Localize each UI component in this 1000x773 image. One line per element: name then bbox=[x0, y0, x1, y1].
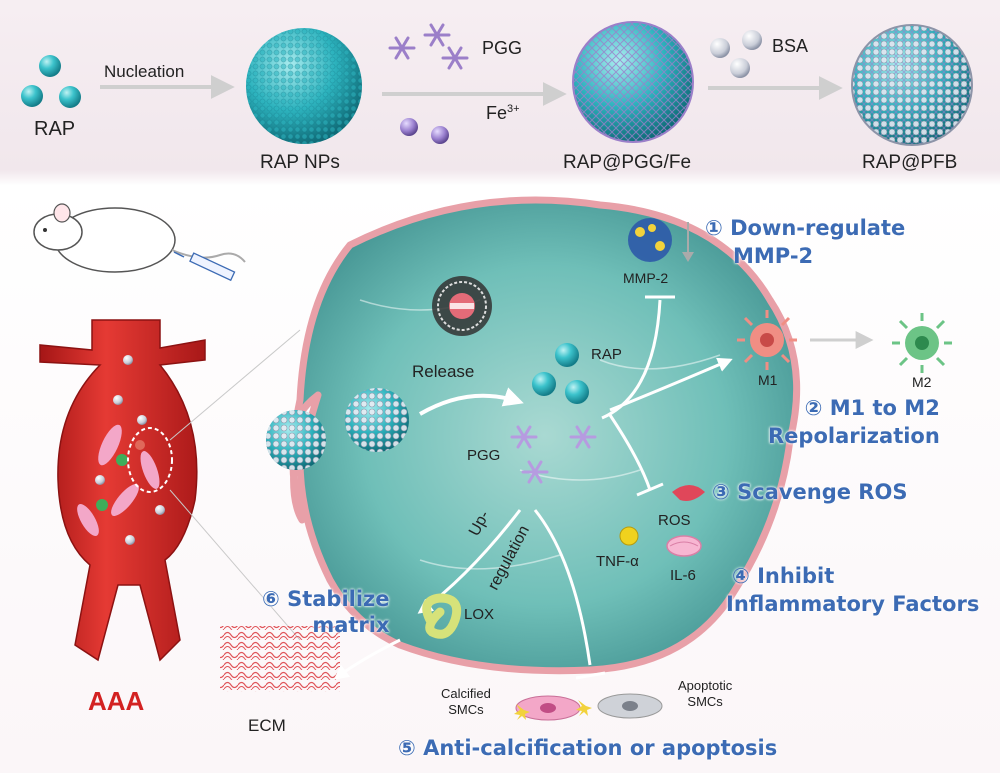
fe-ions bbox=[400, 118, 449, 144]
released-rap bbox=[532, 343, 589, 404]
ecm-mesh bbox=[220, 626, 340, 692]
mmp2-label: MMP-2 bbox=[623, 270, 669, 286]
syringe-icon bbox=[173, 251, 236, 282]
ecm-label: ECM bbox=[248, 716, 286, 735]
fe3-label: Fe3+ bbox=[486, 103, 520, 123]
rap-pgg-fe-sphere bbox=[572, 21, 694, 143]
m2-macrophage bbox=[892, 313, 952, 373]
release-arrow bbox=[418, 387, 524, 416]
il6-label: IL-6 bbox=[670, 567, 696, 584]
tnf-label: TNF-α bbox=[596, 553, 639, 570]
effect-2-label: ② M1 to M2 Repolarization bbox=[768, 394, 940, 450]
calcified-line-1: Calcified bbox=[441, 686, 491, 701]
m1-macrophage bbox=[737, 310, 797, 370]
pgg-stars bbox=[388, 23, 469, 70]
mmp2-molecule bbox=[628, 218, 694, 262]
effect-2-line-2: Repolarization bbox=[768, 424, 940, 448]
lox-icon bbox=[422, 593, 462, 639]
fe3-charge: 3+ bbox=[507, 103, 520, 115]
nanoparticles-entering bbox=[266, 388, 409, 470]
rap-molecules bbox=[21, 55, 81, 108]
ros-label: ROS bbox=[658, 512, 691, 529]
release-label: Release bbox=[412, 362, 475, 381]
aaa-label: AAA bbox=[88, 686, 145, 716]
nucleation-label: Nucleation bbox=[104, 62, 185, 81]
effect-4-line-2: Inflammatory Factors bbox=[726, 592, 980, 616]
effect-1-line-1: ① Down-regulate bbox=[705, 216, 906, 240]
m1-label: M1 bbox=[758, 372, 778, 388]
effect-2-line-1: ② M1 to M2 bbox=[804, 396, 940, 420]
pgg-cell-label: PGG bbox=[467, 447, 501, 464]
mouse-illustration bbox=[33, 203, 246, 282]
apoptotic-smc bbox=[597, 693, 663, 719]
effect-4-line-1: ④ Inhibit bbox=[732, 564, 835, 588]
effect-5-label: ⑤ Anti-calcification or apoptosis bbox=[398, 736, 778, 760]
rap-pfb-label: RAP@PFB bbox=[862, 152, 958, 173]
rap-label: RAP bbox=[34, 118, 76, 140]
apoptotic-line-1: Apoptotic bbox=[678, 678, 733, 693]
calcified-line-2: SMCs bbox=[448, 702, 484, 717]
lox-label: LOX bbox=[464, 606, 495, 623]
il6-icon bbox=[666, 535, 702, 557]
pgg-label: PGG bbox=[482, 38, 523, 58]
bsa-label: BSA bbox=[772, 36, 809, 56]
zoom-callout-lines bbox=[169, 329, 301, 641]
tnf-alpha-icon bbox=[619, 526, 639, 546]
rap-nps-label: RAP NPs bbox=[260, 152, 340, 173]
ros-icon bbox=[672, 485, 705, 501]
rap-pfb-sphere bbox=[851, 24, 973, 146]
rap-pgg-fe-label: RAP@PGG/Fe bbox=[563, 152, 692, 173]
endosome-icon bbox=[432, 276, 492, 336]
released-pgg bbox=[510, 425, 597, 484]
effect-3-label: ③ Scavenge ROS bbox=[712, 480, 908, 504]
m2-label: M2 bbox=[912, 374, 932, 390]
effect-6-line-2: matrix bbox=[312, 613, 390, 637]
effect-6-line-1: ⑥ Stabilize bbox=[262, 587, 390, 611]
rap-cell-label: RAP bbox=[591, 346, 622, 363]
aorta-vessel bbox=[39, 319, 206, 662]
effect-1-line-2: MMP-2 bbox=[733, 244, 814, 268]
apoptotic-line-2: SMCs bbox=[687, 694, 723, 709]
calcified-smc bbox=[514, 695, 592, 721]
bsa-clusters bbox=[710, 30, 762, 78]
rap-nps-sphere bbox=[246, 28, 362, 144]
